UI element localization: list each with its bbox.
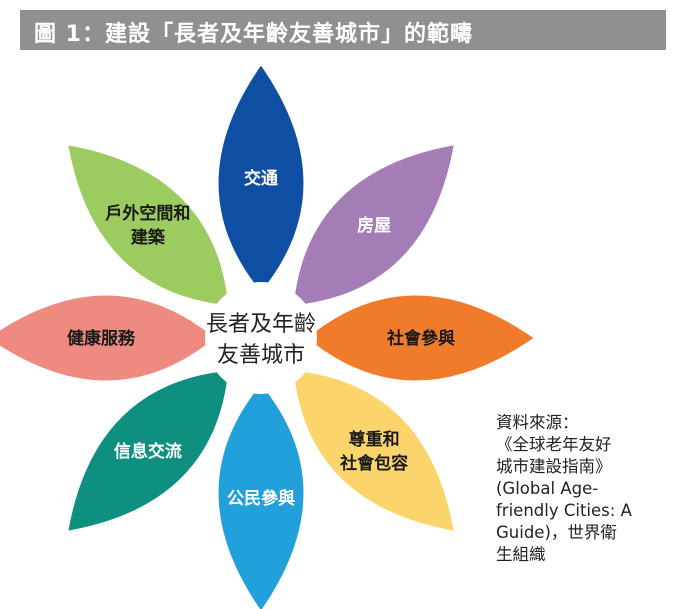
title-bar: 圖 1：建設「長者及年齡友善城市」的範疇 — [20, 10, 666, 50]
petal-civic-participation — [215, 379, 307, 609]
petal-label-communication: 信息交流 — [114, 441, 182, 462]
petal-transport — [215, 60, 307, 297]
center-circle — [205, 282, 317, 394]
source-line: 資料來源： — [496, 413, 579, 432]
source-line: (Global Age- — [496, 479, 599, 498]
petal-label-transport: 交通 — [244, 168, 278, 189]
petals-group — [0, 60, 539, 609]
source-line: 生組織 — [496, 545, 546, 564]
source-note: 資料來源： 《全球老年友好城市建設指南》 (Global Age-friendly … — [496, 412, 672, 566]
petal-label-outdoor-spaces: 戶外空間和 — [105, 203, 190, 224]
source-line: 城市建設指南》 — [496, 457, 612, 476]
petal-label-outdoor-spaces: 建築 — [131, 227, 166, 248]
center-label-line1: 長者及年齡 — [206, 312, 316, 337]
petal-respect-inclusion — [290, 367, 458, 535]
petal-housing — [290, 141, 458, 309]
petal-health-services — [0, 292, 220, 384]
source-line: friendly Cities: A — [496, 501, 632, 520]
petal-communication — [64, 367, 232, 535]
petal-label-respect-inclusion: 社會包容 — [339, 453, 408, 474]
petal-outdoor-spaces — [64, 141, 232, 309]
petal-social-participation — [302, 292, 539, 384]
source-line: 《全球老年友好 — [496, 435, 612, 454]
petal-label-civic-participation: 公民參與 — [227, 488, 295, 509]
center-label-line2: 友善城市 — [217, 343, 305, 368]
petal-label-health-services: 健康服務 — [67, 328, 136, 349]
petal-label-respect-inclusion: 尊重和 — [349, 429, 400, 450]
petal-label-housing: 房屋 — [357, 215, 391, 236]
petal-label-social-participation: 社會參與 — [386, 328, 455, 349]
figure-title: 圖 1：建設「長者及年齡友善城市」的範疇 — [34, 22, 473, 47]
source-line: Guide)，世界衛 — [496, 523, 617, 542]
